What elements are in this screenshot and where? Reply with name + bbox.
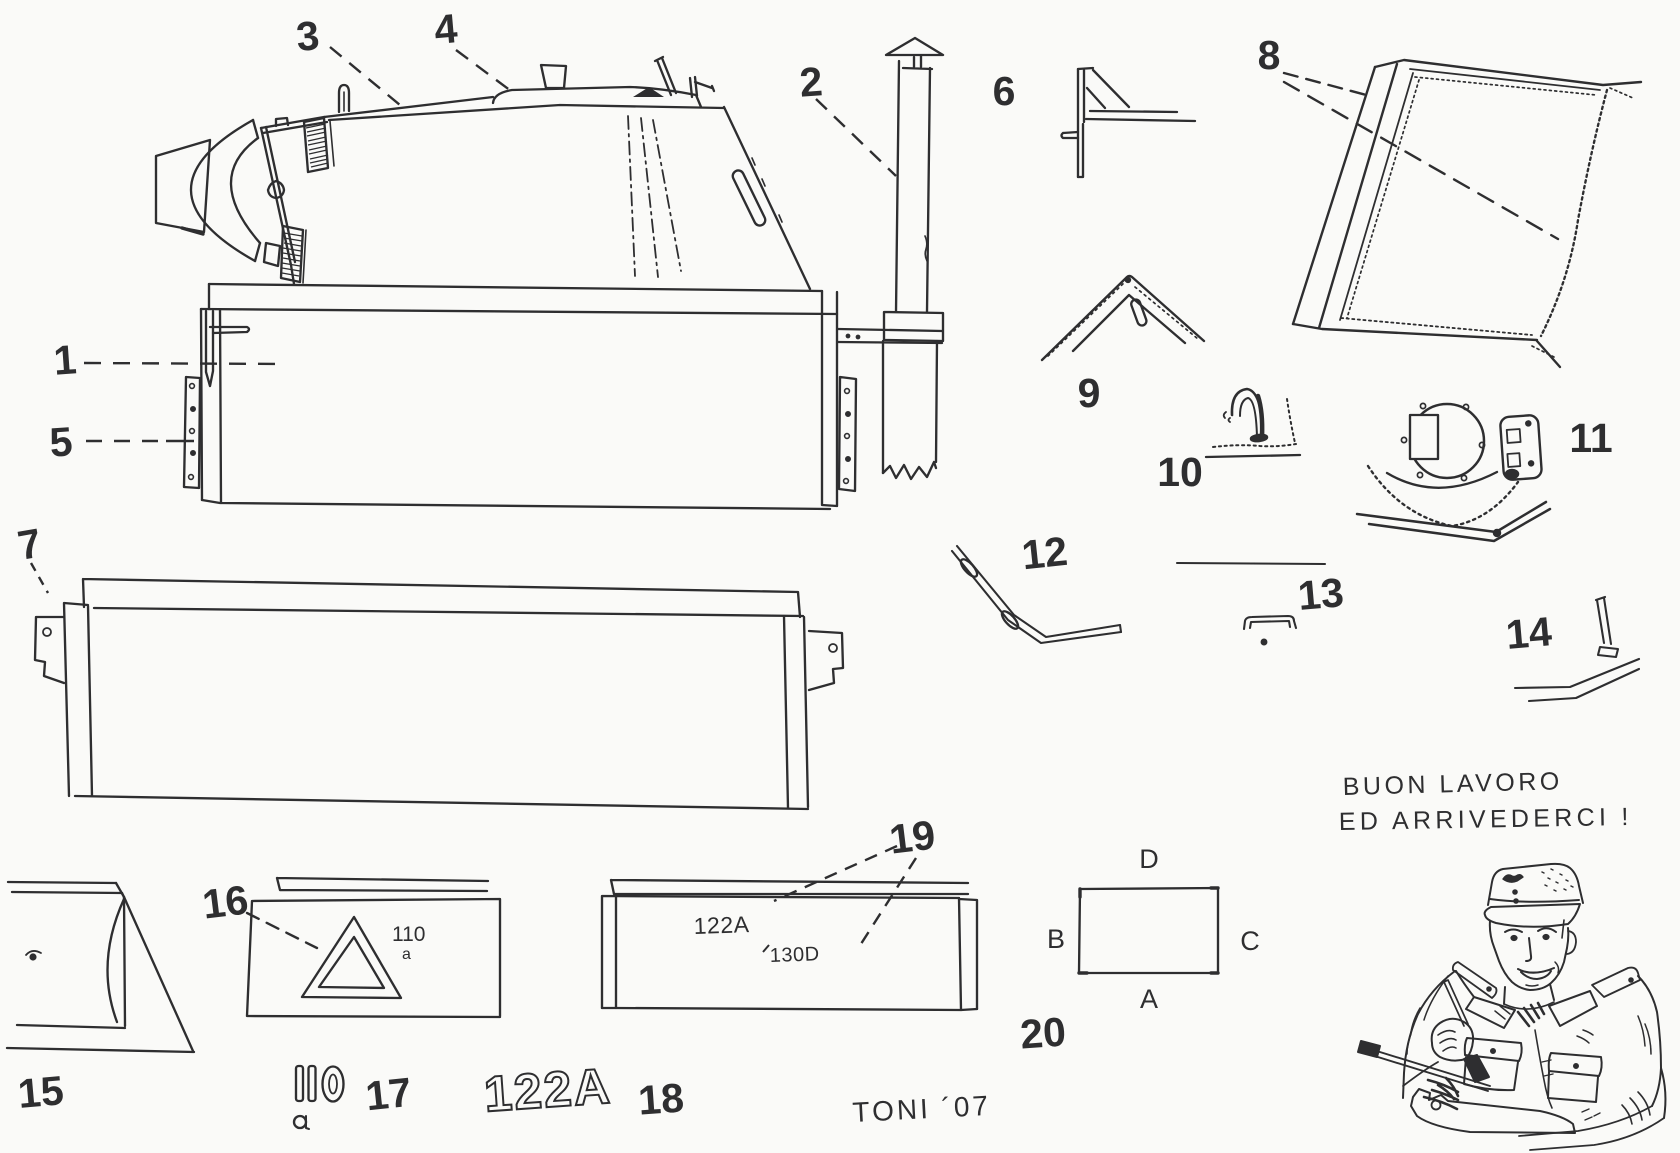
svg-text:13: 13 (1296, 569, 1345, 619)
svg-text:ED ARRIVEDERCI !: ED ARRIVEDERCI ! (1339, 803, 1633, 836)
svg-text:6: 6 (993, 68, 1016, 114)
svg-text:A: A (1140, 984, 1158, 1014)
svg-text:10: 10 (1157, 449, 1203, 495)
svg-text:5: 5 (48, 418, 74, 465)
svg-text:B: B (1047, 924, 1065, 954)
svg-text:130D: 130D (769, 943, 820, 967)
svg-text:TONI ´07: TONI ´07 (852, 1090, 992, 1128)
svg-text:12: 12 (1019, 528, 1069, 579)
svg-text:19: 19 (887, 811, 938, 862)
svg-text:D: D (1139, 844, 1159, 874)
svg-text:122A: 122A (482, 1058, 613, 1123)
svg-text:1: 1 (52, 336, 78, 383)
svg-text:8: 8 (1258, 32, 1281, 78)
svg-text:9: 9 (1078, 370, 1101, 416)
svg-text:14: 14 (1504, 608, 1554, 658)
svg-text:C: C (1240, 926, 1260, 956)
svg-text:3: 3 (294, 12, 321, 60)
svg-text:17: 17 (363, 1069, 413, 1120)
svg-text:15: 15 (16, 1067, 65, 1117)
svg-text:11: 11 (1569, 415, 1612, 461)
svg-text:20: 20 (1019, 1008, 1068, 1057)
svg-text:18: 18 (637, 1074, 686, 1123)
svg-text:2: 2 (798, 58, 824, 105)
svg-text:122A: 122A (693, 911, 750, 939)
svg-text:a: a (402, 946, 411, 963)
svg-text:110: 110 (392, 923, 425, 946)
svg-text:16: 16 (200, 876, 251, 927)
svg-text:4: 4 (432, 5, 459, 53)
svg-text:BUON LAVORO: BUON LAVORO (1342, 767, 1563, 801)
